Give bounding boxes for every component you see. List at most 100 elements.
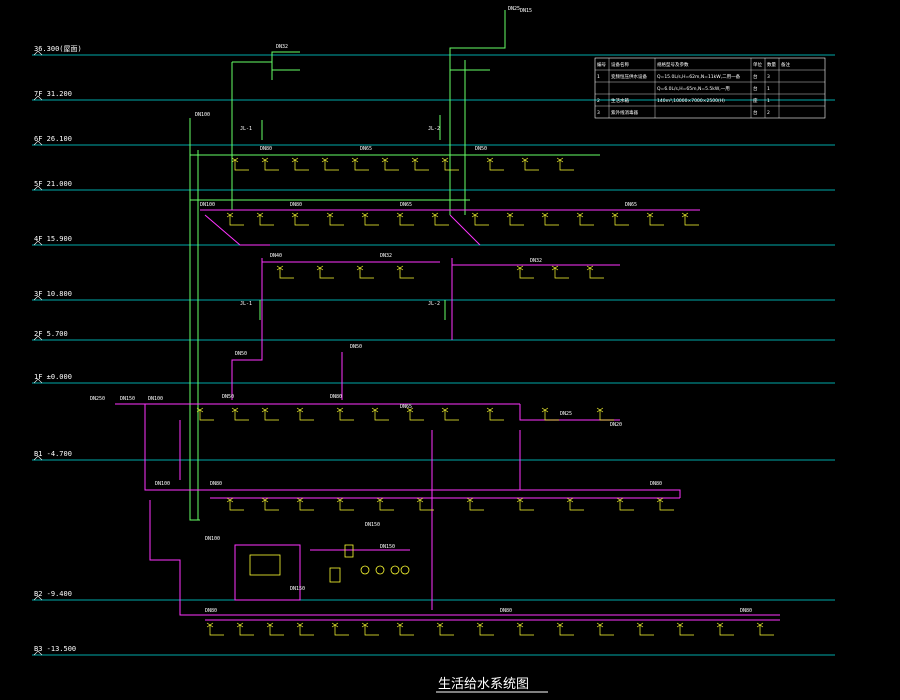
table-frame: [594, 57, 826, 119]
valve-icon: [716, 622, 724, 628]
fixture-branch: [324, 160, 339, 171]
fixture-branch: [509, 215, 524, 226]
label-dn40-3f: DN40: [270, 253, 282, 259]
fixture-branch: [364, 215, 379, 226]
label-jl1-3f: JL-1: [240, 301, 252, 307]
valve-icon: [556, 157, 564, 163]
fixture-branch: [619, 500, 634, 511]
fixture-branch: [519, 500, 534, 511]
valve-icon: [291, 212, 299, 218]
valve-icon: [316, 265, 324, 271]
label-dn25-1f-r: DN25: [560, 411, 572, 417]
fixture-branch: [239, 625, 254, 636]
elevation-marker-icon: [33, 240, 43, 246]
valve-icon: [411, 157, 419, 163]
fixture-branch: [259, 215, 274, 226]
fixture-branch: [209, 625, 224, 636]
label-dn50-2f: DN50: [235, 351, 247, 357]
valve-icon: [521, 157, 529, 163]
table-cell: 台: [753, 73, 758, 80]
valve-icon: [336, 497, 344, 503]
fixture-branch: [199, 410, 214, 421]
label-dn65-4f-r: DN65: [625, 202, 637, 208]
fixture-branch: [489, 410, 504, 421]
fixture-branch: [264, 500, 279, 511]
water-tank-icon: [249, 554, 281, 576]
floor-label: 2F 5.700: [34, 330, 68, 338]
fixture-branch: [294, 215, 309, 226]
label-dn150-tank: DN150: [290, 586, 305, 592]
fixture-branch: [559, 160, 574, 171]
label-dn80-b1: DN80: [210, 481, 222, 487]
fixture-branch: [599, 410, 614, 421]
valve-icon: [441, 157, 449, 163]
fixture-branch: [559, 625, 574, 636]
fixture-branch: [469, 500, 484, 511]
valve-icon: [616, 497, 624, 503]
fixture-branch: [234, 410, 249, 421]
diagram-title: 生活给水系统图: [438, 677, 529, 692]
label-dn100-4f: DN100: [200, 202, 215, 208]
fixture-branch: [264, 410, 279, 421]
table-cell: 1: [767, 98, 770, 104]
floor-label: B1 -4.700: [34, 450, 72, 458]
valve-icon: [231, 407, 239, 413]
fixture-branch: [299, 410, 314, 421]
1f-branch-right: [519, 404, 620, 421]
table-cell: Q=15.0L/s,H=62m,N=11kW,二用一备: [657, 73, 741, 80]
pump-1-icon: [360, 565, 370, 575]
label-dn25-top: DN25: [508, 6, 520, 12]
4f-branch-right: [449, 214, 481, 246]
label-dn100: DN100: [195, 112, 210, 118]
fixture-branch: [579, 215, 594, 226]
elevation-marker-icon: [33, 140, 43, 146]
floor-label: 36.300(屋面): [34, 45, 82, 53]
floor-label: 4F 15.900: [34, 235, 72, 243]
valve-icon: [551, 265, 559, 271]
elevation-marker-icon: [33, 650, 43, 656]
floor-label: B3 -13.500: [34, 645, 76, 653]
valve-icon: [236, 622, 244, 628]
label-dn80-b2-mid: DN80: [500, 608, 512, 614]
valve-icon: [556, 622, 564, 628]
riser-top-right: [449, 10, 506, 215]
label-jl1-7f: JL-1: [240, 126, 252, 132]
fixture-branch: [299, 500, 314, 511]
fixture-branch: [554, 268, 569, 279]
table-cell: 紫外线消毒器: [611, 109, 638, 116]
table-cell: 1: [597, 74, 600, 80]
b2-main: [149, 500, 780, 616]
valve-icon: [231, 157, 239, 163]
label-dn80-b1-r: DN80: [650, 481, 662, 487]
label-dn150: DN150: [120, 396, 135, 402]
floor-label: B2 -9.400: [34, 590, 72, 598]
valve-icon: [541, 407, 549, 413]
valve-icon: [261, 407, 269, 413]
table-cell: 140m³,10000×7000×2500(H): [657, 98, 725, 104]
fixture-branch: [379, 500, 394, 511]
floor-label: 5F 21.000: [34, 180, 72, 188]
valve-icon: [516, 265, 524, 271]
valve-icon: [436, 622, 444, 628]
valve-icon: [276, 265, 284, 271]
valve-icon: [266, 622, 274, 628]
fixture-branch: [414, 160, 429, 171]
fixture-branch: [589, 268, 604, 279]
pressure-tank-icon: [329, 567, 341, 583]
valve-icon: [441, 407, 449, 413]
fixture-branch: [399, 268, 414, 279]
fixture-branch: [684, 215, 699, 226]
green-risers: [189, 10, 600, 521]
valve-icon: [506, 212, 514, 218]
floor-label: 1F ±0.000: [34, 373, 72, 381]
fixture-branches: [196, 157, 774, 636]
table-header-cell: 数量: [767, 61, 776, 68]
elevation-marker-icon: [33, 50, 43, 56]
table-cell: 变频恒压供水设备: [611, 73, 647, 80]
fixture-branch: [489, 160, 504, 171]
elevation-marker-icon: [33, 455, 43, 461]
valve-icon: [656, 497, 664, 503]
label-dn100-b1: DN100: [155, 481, 170, 487]
fixture-branch: [339, 500, 354, 511]
